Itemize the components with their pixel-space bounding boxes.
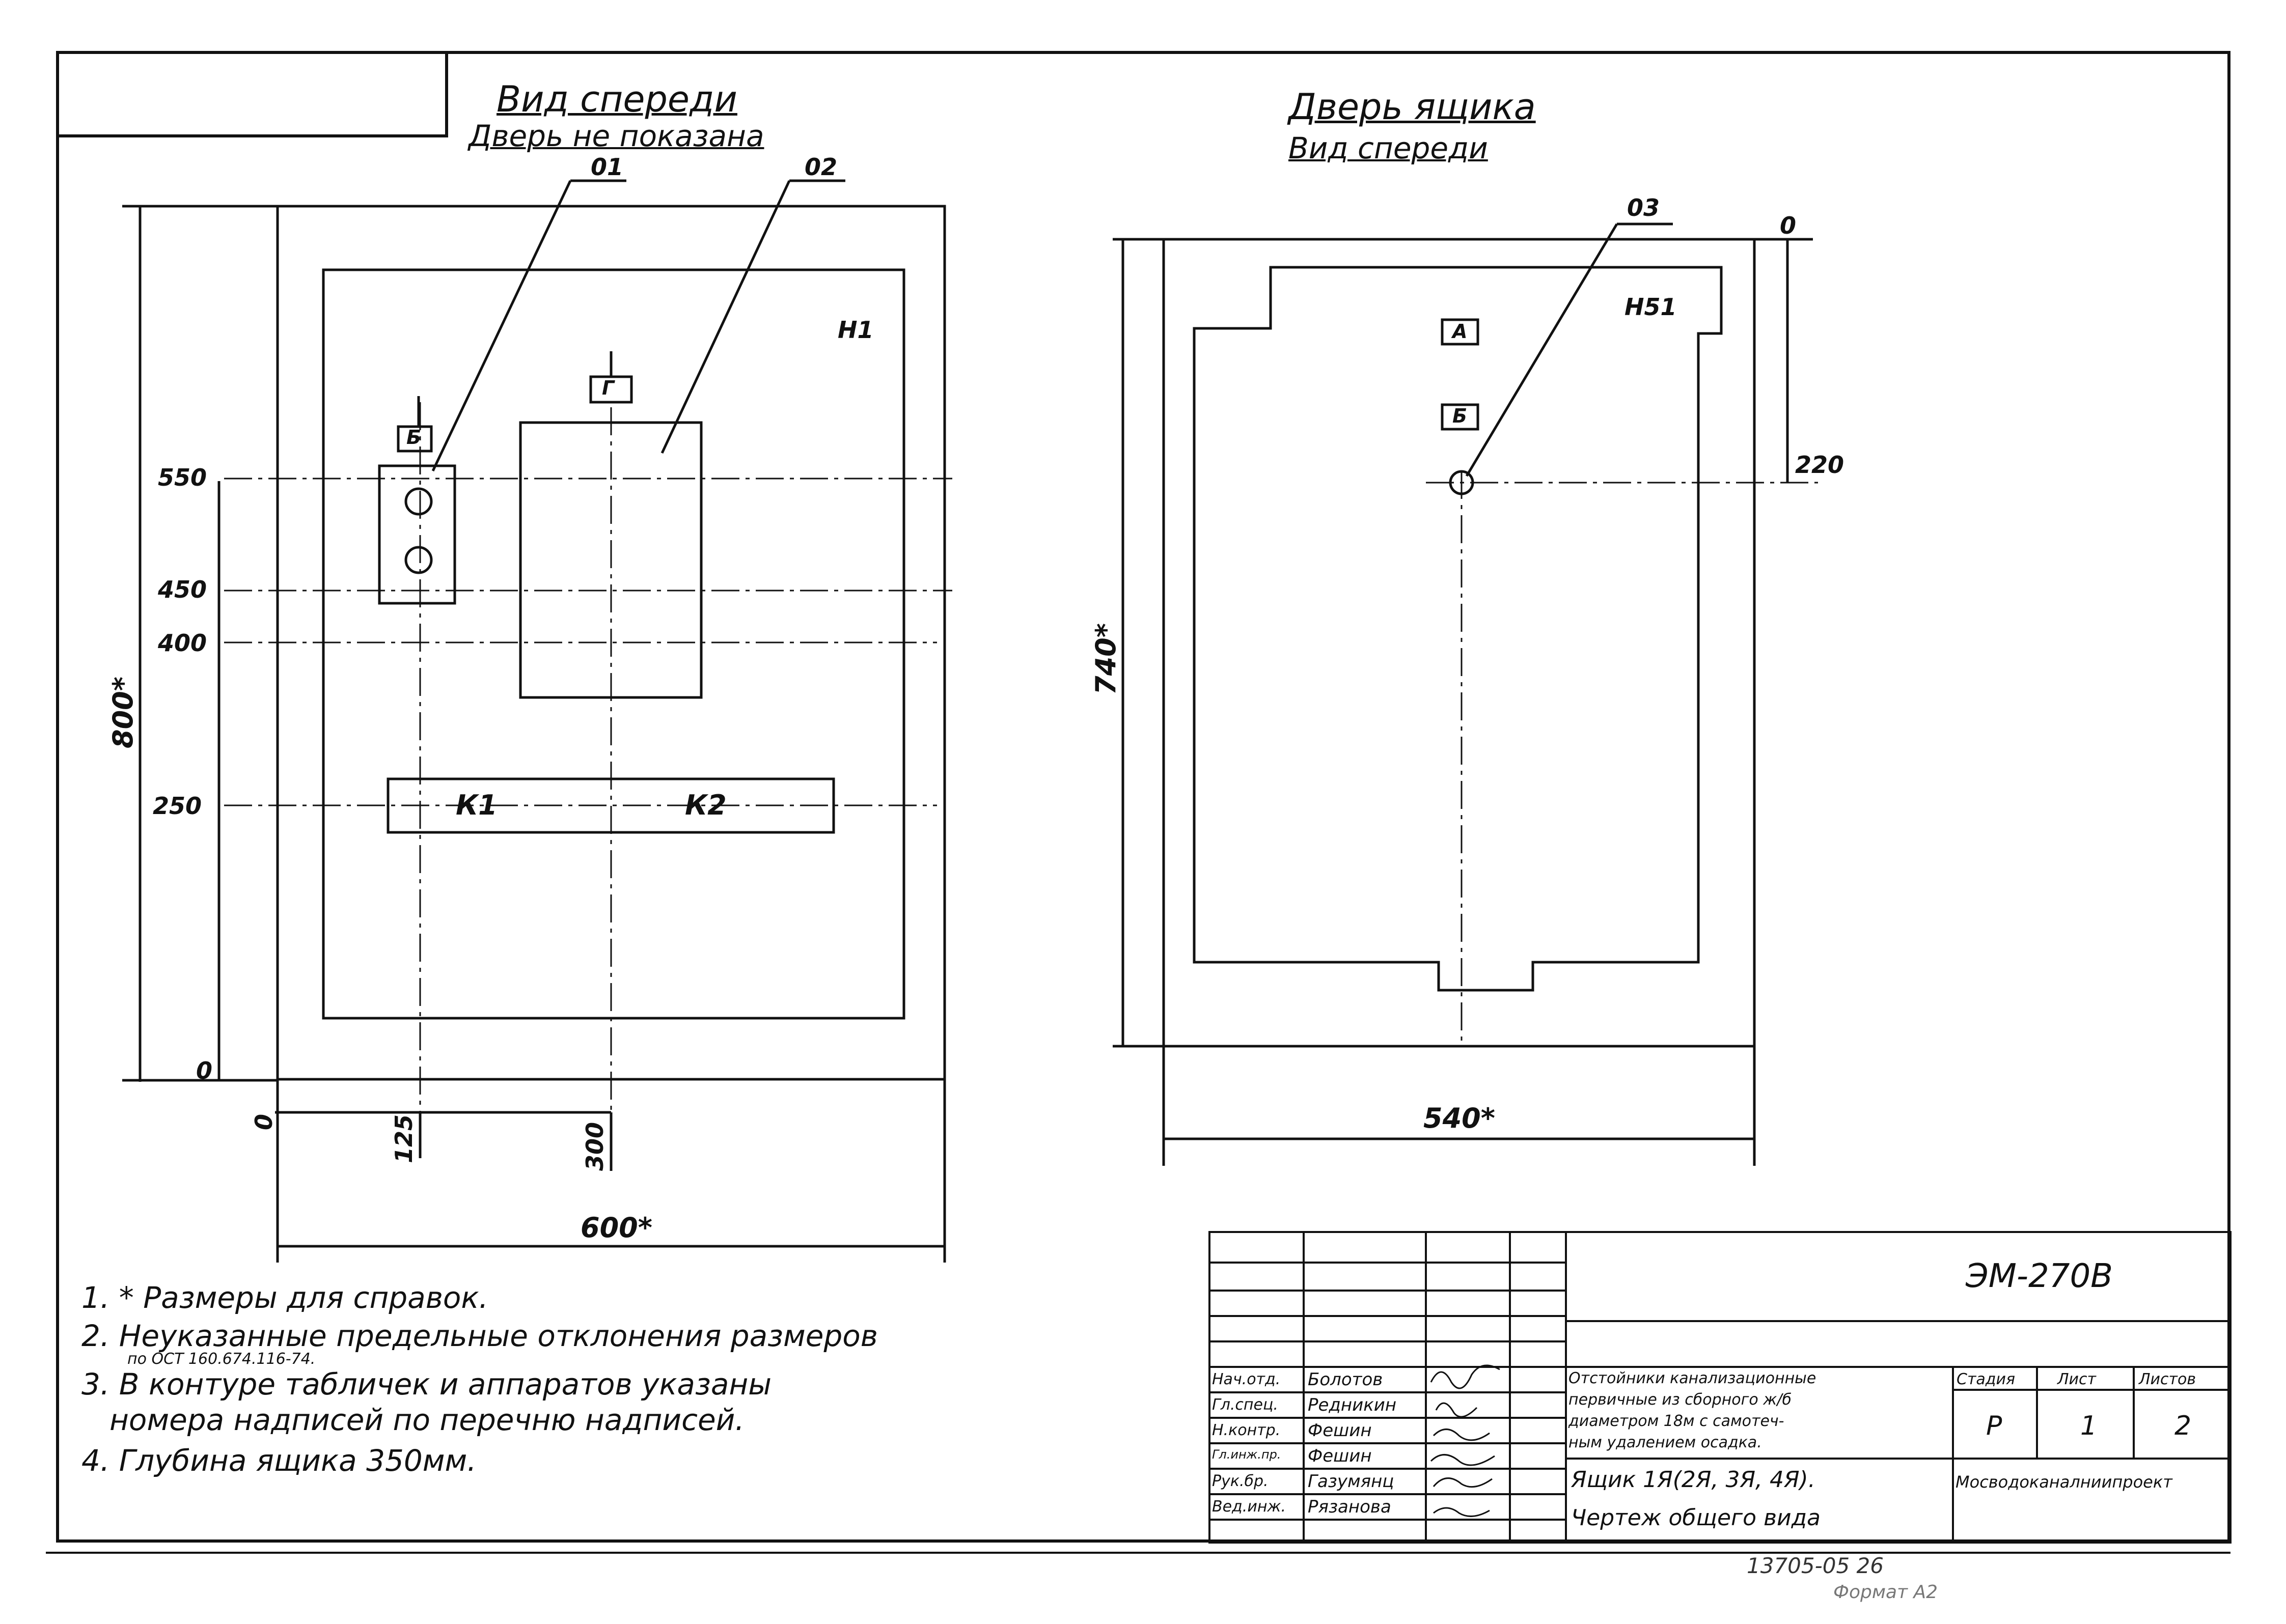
- note-1: 1. * Размеры для справок.: [81, 1280, 488, 1315]
- name-4: Газумянц: [1308, 1471, 1394, 1492]
- role-0: Нач.отд.: [1212, 1370, 1281, 1388]
- dim-250: 250: [153, 792, 202, 820]
- terminal-k2-label: К2: [685, 789, 727, 821]
- note-4: 4. Глубина ящика 350мм.: [81, 1443, 477, 1478]
- role-4: Рук.бр.: [1212, 1472, 1269, 1490]
- sheet-title: Ящик 1Я(2Я, 3Я, 4Я).: [1571, 1467, 1815, 1493]
- name-3: Фешин: [1308, 1446, 1372, 1466]
- dim-125: 125: [390, 1114, 418, 1163]
- note-3-cont: номера надписей по перечню надписей.: [109, 1403, 745, 1437]
- callout-03: 03: [1627, 194, 1660, 221]
- drawing-frame: [56, 51, 2230, 1543]
- project-title-line-1: Отстойники канализационные: [1568, 1369, 1816, 1387]
- door-outline: [1162, 238, 1756, 1048]
- dim-400: 400: [158, 629, 207, 657]
- role-1: Гл.спец.: [1212, 1396, 1278, 1414]
- value-sheets: 2: [2174, 1411, 2192, 1441]
- value-stage: Р: [1986, 1411, 2002, 1441]
- name-1: Редникин: [1308, 1395, 1397, 1415]
- mark-b-label: Б: [406, 426, 421, 449]
- door-view-subtitle: Вид спереди: [1288, 131, 1488, 165]
- value-sheet: 1: [2080, 1411, 2098, 1441]
- dim-300: 300: [581, 1122, 609, 1171]
- organization: Мосводоканалниипроект: [1956, 1472, 2172, 1492]
- name-5: Рязанова: [1308, 1497, 1391, 1517]
- signature-scribbles: [1430, 1364, 1500, 1517]
- project-title-line-2: первичные из сборного ж/б: [1568, 1391, 1792, 1409]
- drawing-type: Чертеж общего вида: [1571, 1505, 1821, 1531]
- front-view-subtitle: Дверь не показана: [469, 119, 764, 153]
- role-5: Вед.инж.: [1212, 1498, 1286, 1516]
- dim-800-height: 800*: [107, 677, 139, 748]
- door-dim-740-height: 740*: [1090, 623, 1122, 695]
- role-2: Н.контр.: [1212, 1421, 1281, 1439]
- dim-550: 550: [158, 464, 207, 491]
- mark-g-label: Г: [602, 377, 615, 399]
- door-dim-540-width: 540*: [1423, 1102, 1495, 1134]
- name-2: Фешин: [1308, 1420, 1372, 1441]
- doc-code: ЭМ-270В: [1966, 1257, 2113, 1295]
- indicator-lamp-1: [404, 487, 433, 516]
- indicator-panel: [378, 464, 456, 605]
- mark-box-b-door: [1441, 403, 1479, 431]
- header-stage: Стадия: [1957, 1370, 2016, 1388]
- mark-box-b: [397, 425, 433, 453]
- note-2: 2. Неуказанные предельные отклонения раз…: [81, 1319, 878, 1353]
- header-sheet: Лист: [2057, 1370, 2097, 1388]
- indicator-lamp-2: [404, 546, 433, 574]
- mounting-panel: [322, 268, 905, 1020]
- dim-0-vertical: 0: [196, 1057, 213, 1084]
- name-0: Болотов: [1308, 1369, 1383, 1390]
- door-view-title: Дверь ящика: [1288, 86, 1536, 128]
- panel-label-n51: Н51: [1624, 293, 1677, 321]
- header-sheets: Листов: [2139, 1370, 2196, 1388]
- door-dim-220: 220: [1795, 451, 1844, 479]
- note-2-standard: по ОСТ 160.674.116-74.: [127, 1350, 316, 1368]
- footer-number: 13705-05 26: [1747, 1553, 1884, 1578]
- mark-b-door-label: Б: [1452, 405, 1467, 427]
- project-title-line-3: диаметром 18м с самотеч-: [1568, 1412, 1784, 1430]
- door-gasket-outline: [1193, 266, 1723, 992]
- panel-label-n1: Н1: [838, 316, 874, 344]
- project-title-line-4: ным удалением осадка.: [1568, 1434, 1762, 1451]
- mark-a-label: А: [1452, 320, 1468, 343]
- terminal-k1-label: К1: [456, 789, 498, 821]
- mark-box-a: [1441, 318, 1479, 346]
- note-3: 3. В контуре табличек и аппаратов указан…: [81, 1367, 772, 1402]
- callout-02: 02: [805, 153, 838, 181]
- door-dim-0: 0: [1780, 212, 1797, 239]
- callout-01: 01: [591, 153, 624, 181]
- dim-450: 450: [158, 576, 207, 603]
- role-3: Гл.инж.пр.: [1212, 1447, 1281, 1462]
- corner-stamp-box: [56, 51, 448, 137]
- footer-format: Формат А2: [1833, 1582, 1938, 1603]
- dim-600-width: 600*: [581, 1212, 652, 1244]
- front-view-title: Вид спереди: [497, 78, 737, 120]
- dim-0-horizontal: 0: [250, 1113, 278, 1130]
